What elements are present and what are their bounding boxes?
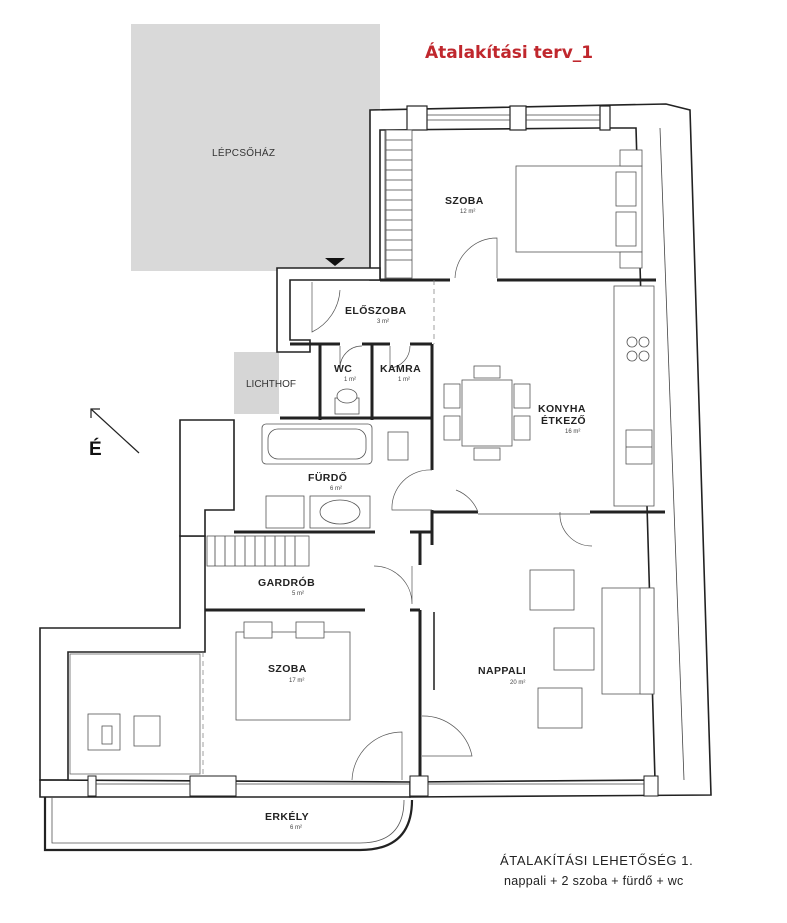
sink-icon: [309, 495, 371, 529]
plan-title: Átalakítási terv_1: [425, 41, 593, 63]
room-name-nappali: NAPPALI: [478, 665, 526, 677]
bathtub: [261, 423, 373, 465]
room-area-szoba-top: 12 m²: [460, 209, 475, 215]
room-area-szoba-bottom: 17 m²: [289, 678, 304, 684]
door-szoba-bottom: [351, 731, 403, 781]
room-name-eloszoba: ELŐSZOBA: [345, 304, 407, 317]
sofa-set: [529, 569, 655, 729]
room-area-gardrob: 5 m²: [292, 591, 304, 597]
bed-bottom: [235, 621, 351, 721]
room-area-nappali: 20 m²: [510, 680, 525, 686]
room-name-konyha-line2: ÉTKEZŐ: [541, 414, 586, 427]
room-name-szoba-bottom: SZOBA: [268, 663, 307, 675]
door-szoba-top: [454, 237, 498, 279]
stairwell-area: [131, 24, 380, 271]
north-label: É: [89, 438, 102, 460]
door-nappali: [421, 715, 473, 757]
room-name-erkely: ERKÉLY: [265, 810, 309, 823]
caption-line2: nappali + 2 szoba + fürdő + wc: [504, 874, 684, 888]
dashed-dividers: [202, 280, 435, 780]
room-area-erkely: 6 m²: [290, 825, 302, 831]
entrance-arrow-icon: [325, 258, 345, 266]
top-windows: [406, 105, 611, 131]
stairwell-label: LÉPCSŐHÁZ: [212, 145, 275, 159]
room-area-furdo: 6 m²: [330, 486, 342, 492]
room-name-wc: WC: [334, 363, 352, 375]
bathroom-toilet-icon: [387, 431, 409, 461]
door-kitchen-living: [455, 489, 479, 513]
bottom-windows: [87, 775, 659, 797]
inner-wall-lines: [384, 127, 685, 781]
room-name-kamra: KAMRA: [380, 363, 421, 375]
desk-area: [69, 653, 201, 775]
north-arrow-icon: [90, 408, 140, 454]
room-area-konyha: 16 m²: [565, 429, 580, 435]
room-area-kamra: 1 m²: [398, 377, 410, 383]
door-kitchen-living-right: [559, 511, 593, 547]
room-name-furdo: FÜRDŐ: [308, 471, 347, 484]
balcony-outline: [43, 797, 414, 852]
room-area-wc: 1 m²: [344, 377, 356, 383]
kitchen-counter: [613, 285, 655, 507]
lightwell-label: LICHTHOF: [246, 379, 296, 390]
bed-top: [515, 149, 643, 269]
door-furdo: [391, 469, 433, 511]
lightwell-area: [234, 352, 279, 414]
room-name-konyha-line1: KONYHA: [538, 403, 586, 415]
door-wc: [339, 345, 363, 369]
gardrob-shelves: [206, 535, 310, 567]
room-name-szoba-top: SZOBA: [445, 195, 484, 207]
wardrobe-top: [385, 129, 413, 279]
door-entrance: [311, 282, 341, 333]
door-kamra: [389, 345, 411, 369]
door-gardrob: [373, 565, 413, 605]
room-area-eloszoba: 3 m²: [377, 319, 389, 325]
dining-table: [443, 365, 531, 461]
caption-line1: ÁTALAKÍTÁSI LEHETŐSÉG 1.: [500, 853, 693, 868]
interior-walls: [205, 278, 665, 782]
washing-machine: [265, 495, 305, 529]
room-name-gardrob: GARDRÓB: [258, 576, 315, 589]
toilet-icon: [334, 388, 360, 415]
